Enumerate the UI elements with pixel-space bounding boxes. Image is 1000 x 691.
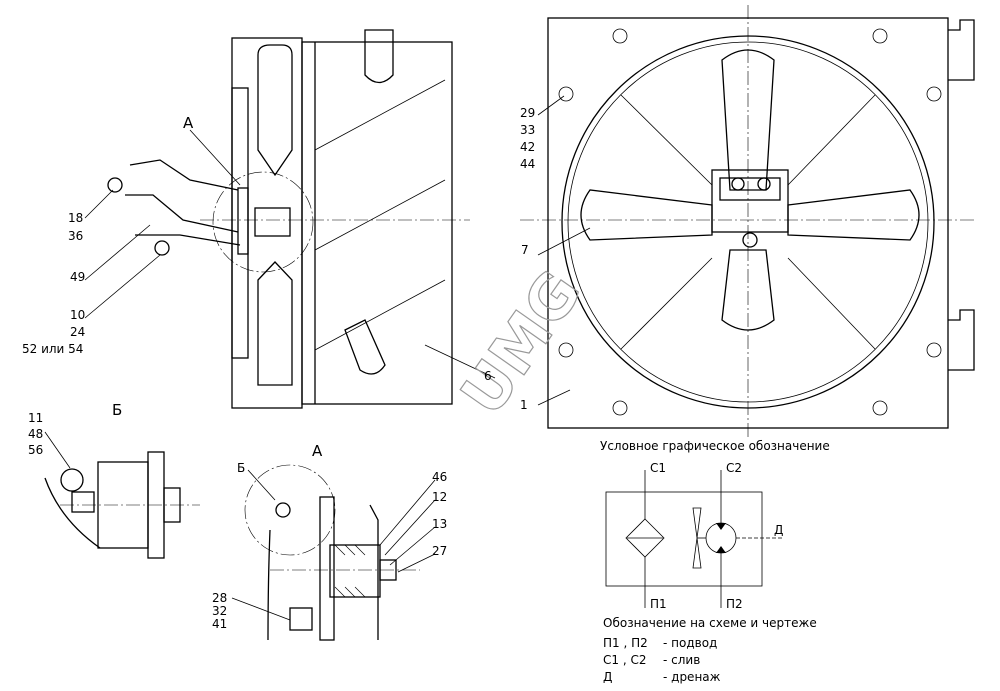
callout: 28 (212, 591, 227, 605)
detail-a-drawing (244, 464, 420, 641)
fan-blades (580, 49, 920, 331)
callout: 49 (70, 270, 85, 284)
callout: 56 (28, 443, 43, 457)
bolt-holes (558, 28, 942, 416)
detail-a-title: А (312, 442, 323, 460)
port-d: Д (774, 523, 783, 537)
legend-title: Обозначение на схеме и чертеже (603, 616, 817, 630)
callout: 18 (68, 211, 83, 225)
callout: 46 (432, 470, 447, 484)
port-c2: С2 (726, 461, 742, 475)
callout: 32 (212, 604, 227, 618)
callout: 48 (28, 427, 43, 441)
legend-key: С1 , С2 (603, 653, 646, 667)
legend-key: Д (603, 670, 612, 684)
callout: 6 (484, 369, 492, 383)
symbol-title: Условное графическое обозначение (600, 439, 830, 453)
side-view (107, 29, 470, 409)
callout: 33 (520, 123, 535, 137)
callout: 24 (70, 325, 85, 339)
section-label-a: А (183, 114, 194, 132)
callout: 12 (432, 490, 447, 504)
detail-a-sub-label: Б (237, 461, 245, 475)
callout: 42 (520, 140, 535, 154)
callout: 36 (68, 229, 83, 243)
legend-value: - слив (663, 653, 700, 667)
callout: 13 (432, 517, 447, 531)
callout: 27 (432, 544, 447, 558)
callout: 11 (28, 411, 43, 425)
front-view (520, 5, 975, 440)
callout: 52 или 54 (22, 342, 83, 356)
hydraulic-symbol (605, 470, 782, 608)
callout: 44 (520, 157, 535, 171)
port-p1: П1 (650, 597, 667, 611)
callout: 7 (521, 243, 529, 257)
detail-b-drawing (44, 451, 200, 559)
legend-value: - дренаж (663, 670, 721, 684)
port-p2: П2 (726, 597, 743, 611)
legend-value: - подвод (663, 636, 717, 650)
leader-lines (44, 95, 591, 621)
callout: 41 (212, 617, 227, 631)
port-c1: С1 (650, 461, 666, 475)
callout: 10 (70, 308, 85, 322)
callout: 1 (520, 398, 528, 412)
legend-key: П1 , П2 (603, 636, 648, 650)
detail-b-title: Б (112, 401, 122, 419)
callout: 29 (520, 106, 535, 120)
